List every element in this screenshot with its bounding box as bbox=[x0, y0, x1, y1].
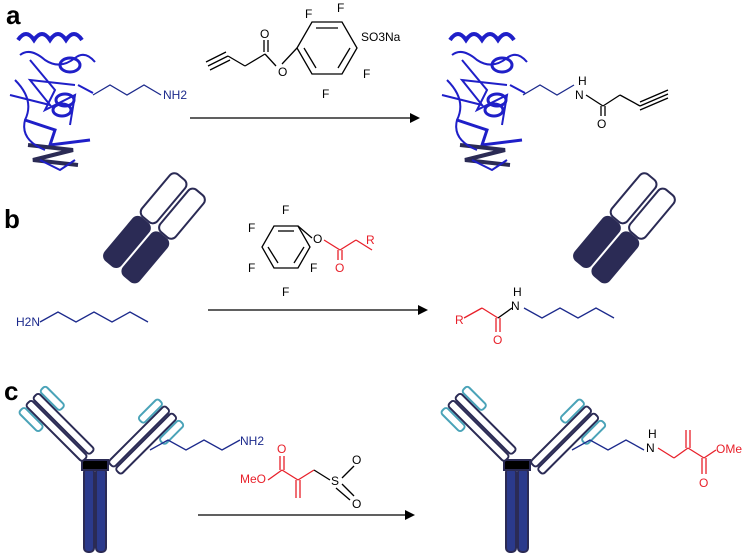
fluoro-label: F bbox=[248, 261, 255, 275]
panel-letter-c: c bbox=[4, 376, 18, 406]
fluoro-label: F bbox=[363, 67, 370, 81]
methoxy-label: MeO bbox=[240, 472, 266, 486]
amine-label-a: NH2 bbox=[163, 88, 187, 102]
amide-h-label: H bbox=[578, 74, 587, 88]
antibody-igg-product bbox=[440, 385, 607, 553]
protein-ribbon-product bbox=[441, 32, 528, 172]
amide-h-label-b: H bbox=[513, 285, 522, 299]
carbonyl-oxygen-label-c: O bbox=[277, 442, 286, 456]
lysine-chain-c bbox=[149, 439, 241, 451]
panel-letter-b: b bbox=[4, 204, 20, 234]
amine-label-c: NH2 bbox=[240, 434, 264, 448]
amide-oxygen-label-b: O bbox=[493, 333, 502, 347]
panel-c: c NH2 MeO bbox=[4, 376, 742, 553]
panel-a: a NH2 F F SO3Na F bbox=[6, 0, 669, 172]
reaction-arrow-b bbox=[208, 305, 428, 315]
reagent-sulfone-acrylate: MeO O S O O bbox=[240, 442, 361, 511]
fluoro-label: F bbox=[305, 7, 312, 21]
fluoro-label: F bbox=[322, 87, 329, 101]
fluoro-label: F bbox=[282, 285, 289, 299]
panel-letter-a: a bbox=[6, 0, 21, 30]
lysine-chain-a bbox=[92, 84, 162, 96]
lysine-chain-product-b bbox=[523, 307, 615, 319]
ester-oxygen-label: O bbox=[278, 65, 287, 79]
sulfonyl-oxygen-label: O bbox=[352, 497, 361, 511]
reagent-pfp-ester-b: F F F F F O O R bbox=[248, 203, 375, 299]
amide-n-label: N bbox=[575, 88, 584, 102]
sulfonate-label: SO3Na bbox=[361, 30, 401, 44]
amide-oxygen-label: O bbox=[597, 117, 606, 131]
ester-oxygen-label: O bbox=[313, 232, 322, 246]
lysine-chain-product-c bbox=[571, 439, 645, 451]
amine-label-b: H2N bbox=[16, 315, 40, 329]
acrylate-adduct: O OMe bbox=[657, 430, 742, 490]
methoxy-label-product: OMe bbox=[716, 442, 742, 456]
fluoro-label: F bbox=[282, 203, 289, 217]
antibody-fragment-start bbox=[103, 172, 206, 284]
carbonyl-oxygen-label: O bbox=[335, 261, 344, 275]
sulfonyl-oxygen-label: O bbox=[352, 453, 361, 467]
r-group-label: R bbox=[366, 233, 375, 247]
panel-b: b F F F F F O O R bbox=[4, 172, 676, 347]
antibody-igg-start bbox=[18, 385, 185, 553]
antibody-fragment-product bbox=[573, 172, 676, 284]
fluoro-label: F bbox=[310, 261, 317, 275]
alkyne-acyl-group: O bbox=[585, 89, 669, 131]
fluoro-label: F bbox=[337, 1, 344, 15]
carbonyl-oxygen-label: O bbox=[260, 27, 269, 41]
fluoro-label: F bbox=[248, 221, 255, 235]
amine-n-label-c: N bbox=[646, 441, 655, 455]
lysine-chain-product-a bbox=[522, 84, 575, 96]
reaction-arrow-a bbox=[190, 113, 420, 123]
protein-ribbon-start bbox=[9, 32, 96, 172]
reaction-arrow-c bbox=[198, 510, 415, 520]
r-group-label-product: R bbox=[455, 313, 464, 327]
lysine-chain-b bbox=[39, 311, 149, 323]
carbonyl-oxygen-label-product-c: O bbox=[699, 476, 708, 490]
amide-n-label-b: N bbox=[511, 299, 520, 313]
sulfur-label: S bbox=[331, 474, 339, 488]
reagent-pfp-ester-a: F F SO3Na F F O O bbox=[205, 1, 401, 101]
amine-h-label-c: H bbox=[648, 427, 657, 441]
